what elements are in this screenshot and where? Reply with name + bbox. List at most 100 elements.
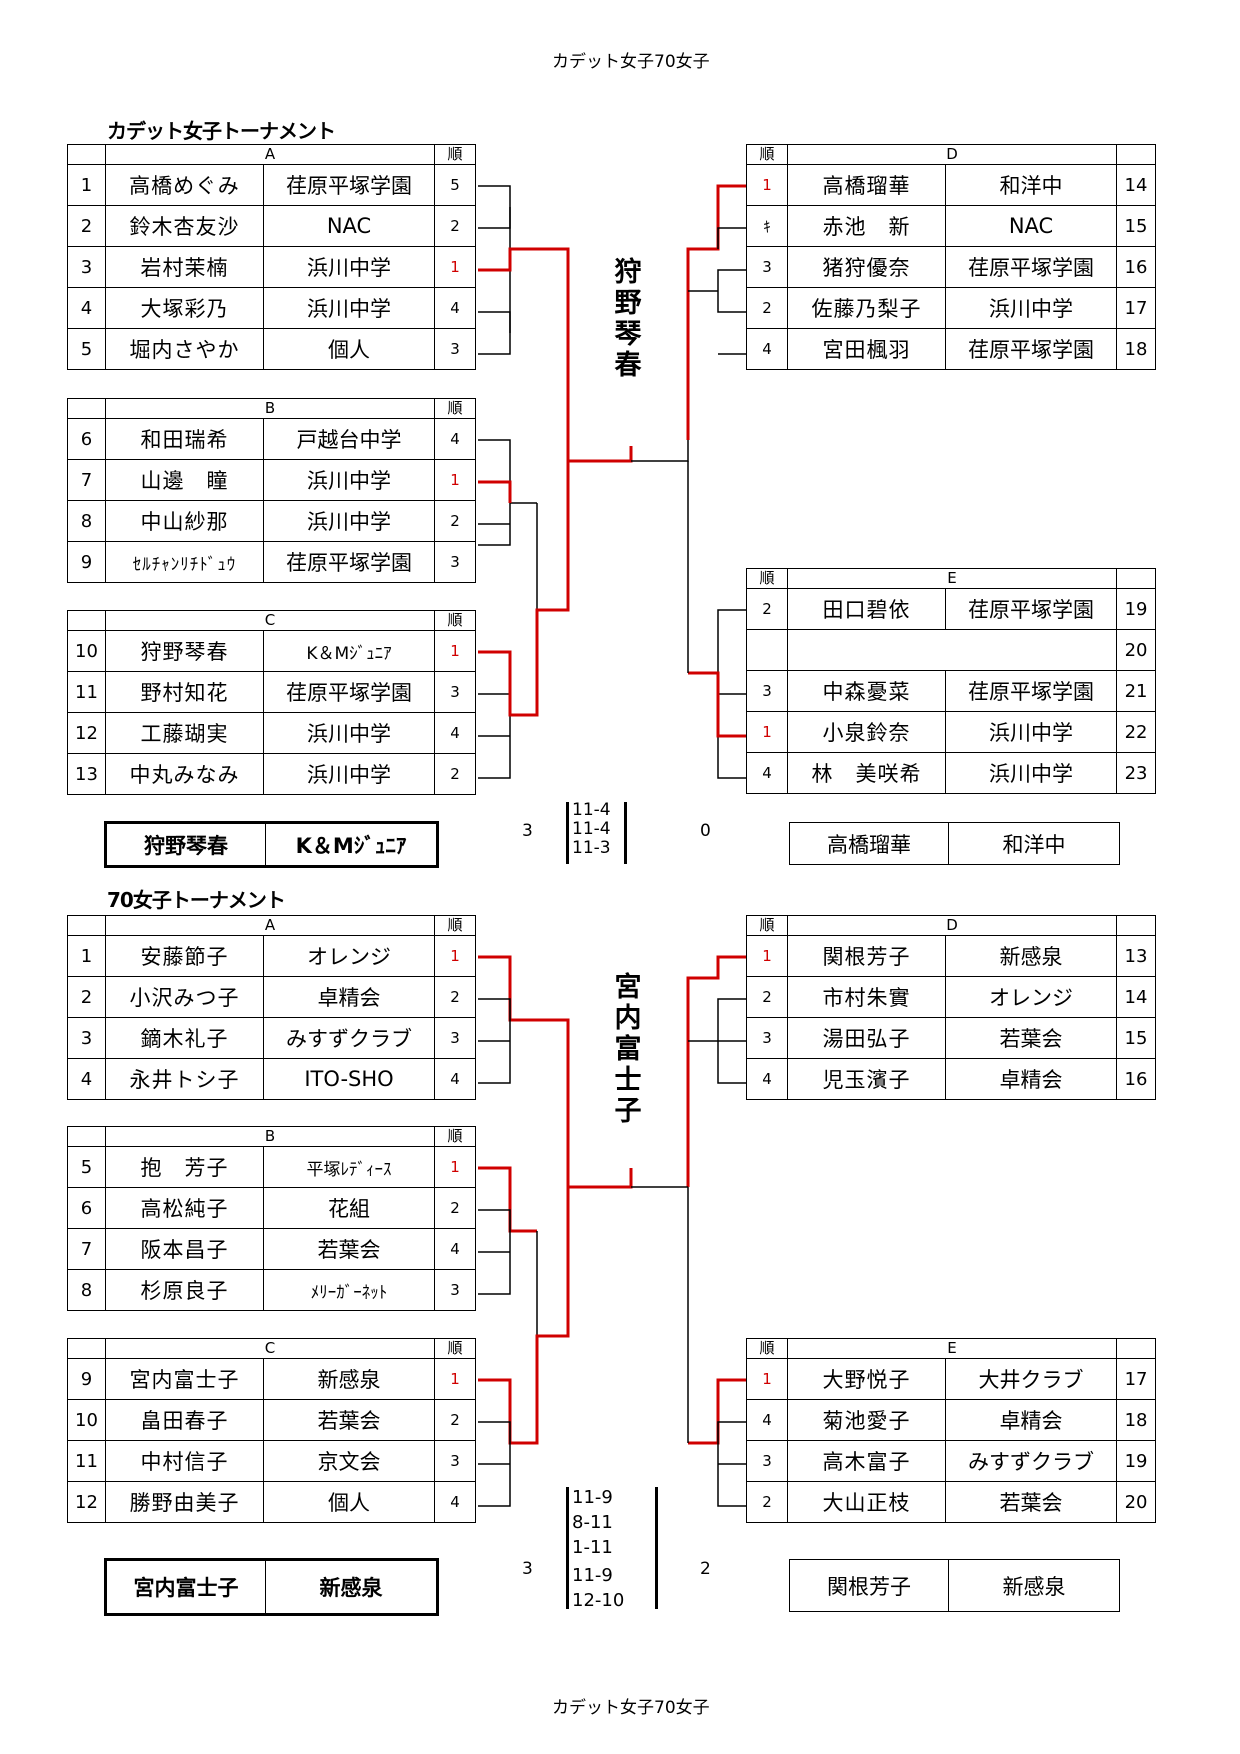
group-label: E: [786, 568, 1118, 589]
player-name: 阪本昌子: [105, 1228, 264, 1270]
player-name: 林 美咲希: [787, 752, 946, 794]
rank-cell: 4: [434, 418, 477, 460]
bracket-line: [478, 1209, 511, 1295]
bracket-line: [717, 1421, 746, 1507]
runner-up-club: 和洋中: [1002, 832, 1066, 857]
bracket-line: [478, 311, 511, 355]
club-name: 和洋中: [945, 164, 1117, 206]
club-name: 新感泉: [262, 1358, 436, 1400]
rank-cell: 4: [434, 712, 477, 754]
blank-cell: [67, 610, 106, 631]
player-name: 和田瑞希: [105, 418, 264, 460]
rank-cell: 4: [434, 1228, 477, 1270]
winner-line: [478, 955, 570, 1187]
club-name: 浜川中学: [944, 752, 1118, 794]
rank-cell: 1: [434, 1358, 477, 1400]
player-name: 岩村茉楠: [105, 246, 264, 288]
player-name: 中丸みなみ: [105, 753, 264, 795]
player-name: 宮内富士子: [105, 1358, 264, 1400]
group-label: D: [787, 915, 1117, 936]
champion-char: 野: [614, 288, 642, 319]
rank-cell: 3: [746, 1440, 788, 1482]
club-name: 荏原平塚学園: [945, 328, 1117, 370]
player-name: 安藤節子: [105, 935, 264, 977]
player-name: 勝野由美子: [105, 1481, 264, 1523]
rank-cell: 1: [746, 1358, 788, 1400]
page-header: カデット女子70女子: [552, 52, 710, 72]
rank-cell: 2: [434, 976, 477, 1018]
cadet-winner-sets: 3: [522, 821, 533, 841]
club-name: 浜川中学: [262, 500, 436, 542]
entry-number: 1: [67, 935, 106, 977]
rank-cell: 3: [434, 671, 477, 713]
entry-number: 17: [1116, 1358, 1157, 1400]
rank-cell: 1: [746, 164, 788, 206]
club-name: 浜川中学: [944, 711, 1118, 753]
cadet-champion-vertical-name: 狩 野 琴 春: [612, 257, 644, 381]
player-name: 猪狩優奈: [787, 246, 946, 288]
bracket-line: [478, 998, 511, 1084]
player-name: 大山正枝: [787, 1481, 946, 1523]
rank-header: 順: [746, 568, 788, 589]
rank-cell: 2: [434, 1187, 477, 1229]
player-name: 中森憂菜: [787, 670, 946, 712]
blank-cell: [67, 144, 106, 165]
rank-header: 順: [434, 144, 477, 165]
player-name: 鏑木礼子: [105, 1017, 264, 1059]
club-name: 若葉会: [262, 1228, 436, 1270]
rank-header: 順: [434, 610, 477, 631]
rank-cell: 4: [434, 287, 477, 329]
club-name: 若葉会: [945, 1017, 1117, 1059]
player-name: 中山紗那: [105, 500, 264, 542]
club-name: ITO-SHO: [262, 1058, 436, 1100]
winner-line: [478, 461, 570, 717]
club-name: 京文会: [262, 1440, 436, 1482]
club-name: 個人: [262, 328, 436, 370]
rank-cell: 4: [746, 328, 788, 370]
women70-champion-vertical-name: 宮 内 富 士 子: [612, 972, 644, 1127]
bracket-line: [717, 609, 746, 779]
entry-number: 6: [67, 1187, 106, 1229]
bracket-line: [478, 185, 511, 229]
entry-number: 23: [1116, 752, 1157, 794]
blank-cell: [67, 1126, 106, 1147]
club-name: 戸越台中学: [262, 418, 436, 460]
entry-number: 13: [1116, 935, 1156, 977]
player-name: 杉原良子: [105, 1269, 264, 1311]
blank-cell: [67, 1338, 106, 1359]
entry-number: 20: [1116, 629, 1157, 671]
rank-cell: 4: [434, 1058, 477, 1100]
set-score: 11-4: [572, 819, 611, 839]
club-name: 卓精会: [262, 976, 436, 1018]
entry-number: 4: [67, 1058, 106, 1100]
club-name: みすずクラブ: [944, 1440, 1118, 1482]
entry-number: 10: [67, 1399, 106, 1441]
rank-header: 順: [746, 144, 788, 165]
entry-number: 6: [67, 418, 106, 460]
rank-cell: 1: [434, 459, 477, 501]
rank-cell: 3: [434, 1269, 477, 1311]
blank-cell: [1116, 144, 1156, 165]
club-name: ﾒﾘｰｶﾞｰﾈｯﾄ: [262, 1269, 436, 1311]
club-name: 花組: [262, 1187, 436, 1229]
